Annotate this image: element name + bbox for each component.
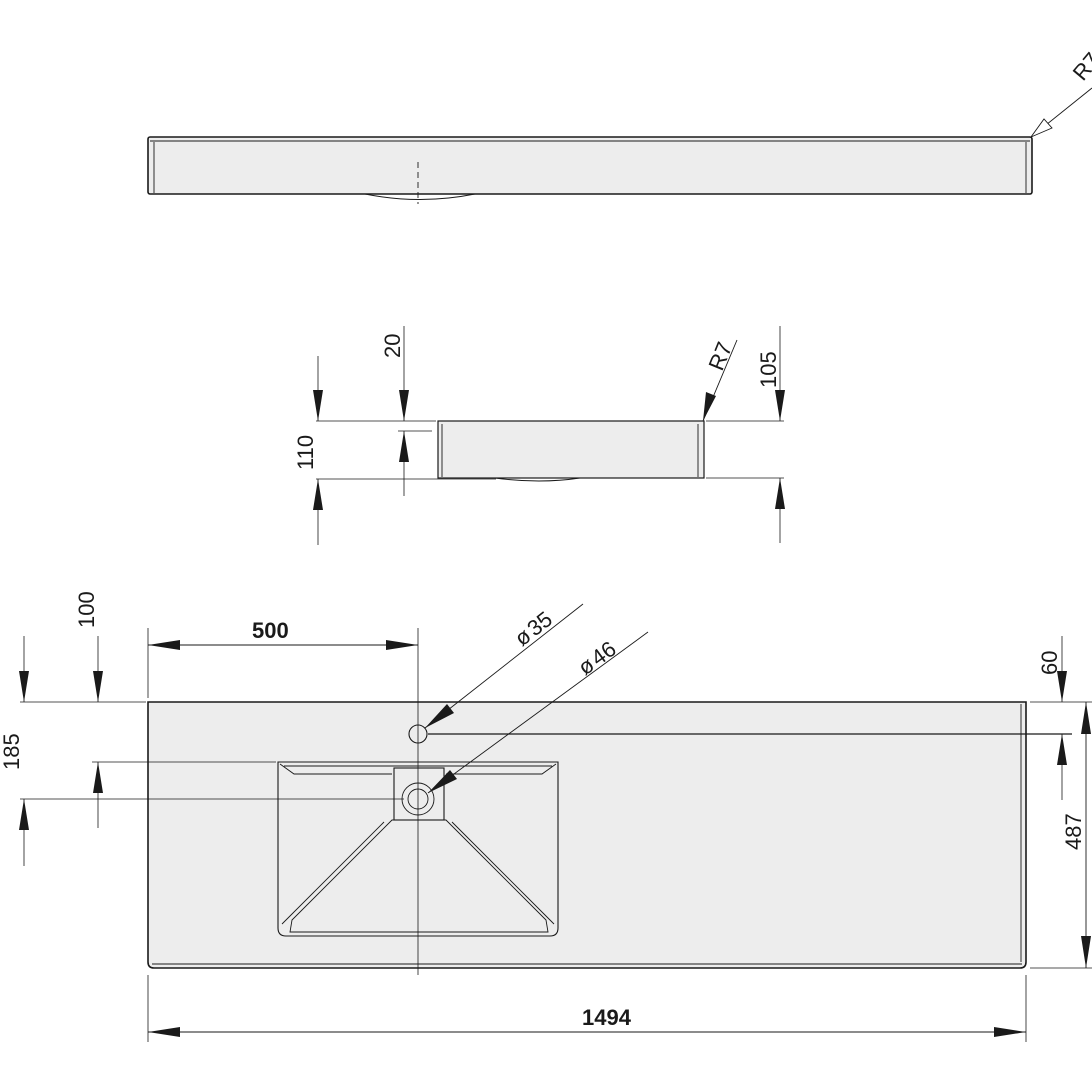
dim-1494-label: 1494 bbox=[582, 1005, 632, 1030]
dim-105-label: 105 bbox=[756, 351, 781, 388]
dim-20-label: 20 bbox=[380, 334, 405, 358]
dim-35-leader bbox=[424, 603, 584, 729]
dim-20-arrow-bottom bbox=[399, 431, 409, 462]
dim-100-label: 100 bbox=[74, 591, 99, 628]
dim-105-arrow-bottom bbox=[775, 478, 785, 509]
dim-185-label: 185 bbox=[0, 733, 24, 770]
dim-35-label: ø 35 bbox=[510, 606, 557, 651]
dim-487-arrow-top bbox=[1081, 702, 1091, 734]
dim-60-arrow-top bbox=[1057, 671, 1067, 702]
dim-46-arrow bbox=[428, 770, 457, 793]
plan-basin-rim-right bbox=[446, 763, 557, 775]
front-radius-label: R7 bbox=[1068, 48, 1092, 86]
plan-drain-box bbox=[393, 767, 445, 821]
front-elevation-view: R7 bbox=[147, 48, 1092, 204]
dim-60-arrow-bottom bbox=[1057, 734, 1067, 765]
front-elevation-slab bbox=[147, 136, 1033, 195]
dim-500-arrow-left bbox=[148, 640, 180, 650]
dim-46-label: ø 46 bbox=[573, 636, 620, 680]
dim-110-arrow-bottom bbox=[313, 479, 323, 510]
dim-1494-arrow-left bbox=[148, 1027, 180, 1037]
dim-500-label: 500 bbox=[252, 618, 289, 643]
dim-35-arrow bbox=[425, 704, 454, 728]
side-section-basin-bulge bbox=[494, 477, 581, 482]
dim-105-arrow-top bbox=[775, 390, 785, 421]
dim-100-arrow-top bbox=[93, 671, 103, 702]
dim-60-label: 60 bbox=[1037, 651, 1062, 675]
dim-100-arrow-bottom bbox=[93, 762, 103, 793]
side-radius-arrow bbox=[703, 392, 716, 421]
dim-487-arrow-bottom bbox=[1081, 936, 1091, 968]
front-radius-arrow bbox=[1029, 118, 1053, 139]
dim-1494-arrow-right bbox=[994, 1027, 1026, 1037]
side-radius-label: R7 bbox=[703, 338, 737, 373]
dim-20-arrow-top bbox=[399, 390, 409, 421]
plan-basin-rim-left bbox=[279, 763, 392, 775]
side-section-slab bbox=[437, 420, 705, 479]
dim-500-arrow-right bbox=[386, 640, 418, 650]
plan-view: 500 100 185 ø 35 ø 46 60 bbox=[0, 591, 1092, 1042]
dim-110-label: 110 bbox=[293, 435, 318, 470]
dim-487-label: 487 bbox=[1061, 813, 1086, 850]
dim-46-leader bbox=[427, 631, 649, 794]
plan-basin-floor bbox=[289, 819, 549, 933]
side-section-view: 110 20 R7 105 bbox=[293, 326, 785, 545]
dim-185-arrow-bottom bbox=[19, 799, 29, 830]
dim-110-arrow-top bbox=[313, 390, 323, 421]
front-elevation-basin-bulge bbox=[364, 193, 476, 200]
plan-basin-slope-right bbox=[451, 821, 555, 925]
dim-185-arrow-top bbox=[19, 671, 29, 702]
plan-basin-slope-left bbox=[281, 821, 385, 925]
